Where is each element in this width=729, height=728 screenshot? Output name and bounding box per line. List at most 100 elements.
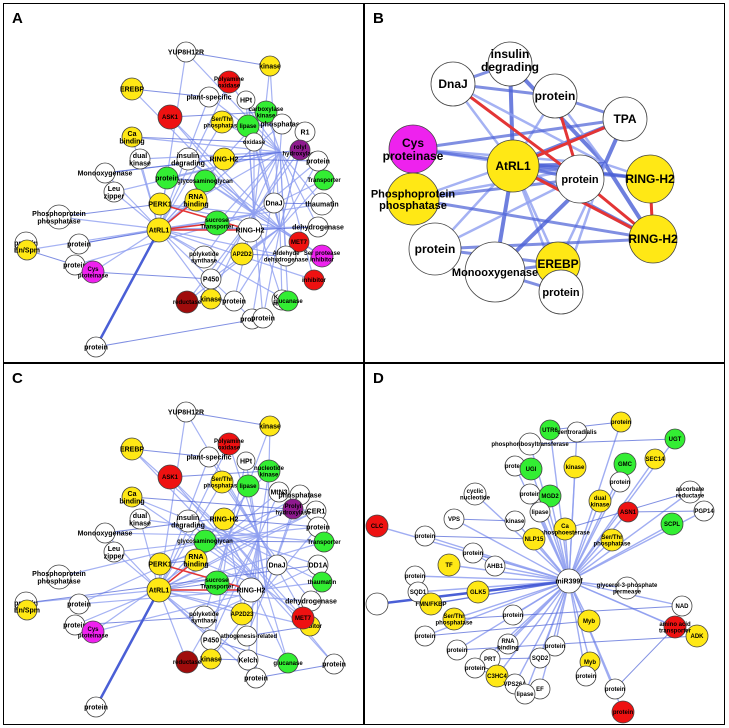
edge [262,227,281,319]
node-label-line: protein [561,174,599,186]
edge [94,589,161,708]
node-label-line: protein [415,242,456,256]
network-node: RING-H2 [210,507,238,531]
node-label-line: CER1 [307,508,326,515]
node-label: PERK1 [148,201,171,208]
node-label: protein [322,661,346,668]
node-label-line: Polyamine [214,439,245,445]
node-circle [615,576,639,600]
edge [158,228,289,302]
node-circle [664,428,686,450]
node-circle [212,507,236,531]
node-label: lipase [239,124,257,130]
node-label-line: En/Spm [14,607,40,614]
node-label-line: MET7 [295,616,312,622]
node-label-line: glucanase [273,299,303,305]
node-label: En/Spm [14,247,40,254]
node-circle [237,649,259,671]
node-circle [103,541,125,563]
node-label-line: protein [611,420,632,426]
node-label: FMN/FKBP [416,602,447,608]
node-label: RING-H2 [625,172,675,186]
node-circle [544,635,566,657]
node-label-line: PERK1 [148,201,171,208]
node-label-line: kinase [259,423,281,430]
node-label-line: Ca [128,131,137,138]
node-label: kinase [259,423,281,430]
node-label-line: Polyamine [214,77,245,83]
edge [228,526,319,537]
node-label-line: zipper [104,553,125,560]
node-label: glucanase [273,299,303,305]
node-circle [289,139,311,161]
node-label-line: Ser/Thr [211,117,233,123]
node-label-line: Myb [584,660,596,666]
node-label: miR399f [555,578,583,585]
node-label-line: VPS [448,517,460,523]
edge [95,317,264,348]
network-node: AP2D2 [230,242,254,266]
edge [131,136,255,143]
node-label: CLC [371,524,384,530]
node-label: EREBP [120,86,144,93]
node-label-line: Ca [561,524,569,530]
node-label-line: DnaJ [265,200,282,207]
node-label: plant-specific [186,454,231,461]
edge [414,575,570,582]
node-label-line: proteinase [383,149,444,163]
node-label-line: AtRL1 [495,159,531,173]
node-label-line: Ca [128,491,137,498]
node-label: Monooxygenase [452,267,538,279]
edge [253,141,281,229]
node-label-line: protein [447,648,468,654]
node-circle [462,542,484,564]
node-label-line: Leu [108,186,120,193]
node-label: kinase [566,465,585,471]
node-circle [485,664,509,688]
edge [424,620,590,637]
node-label-line: P450 [203,276,219,283]
edge [26,228,160,251]
node-label: AtRL1 [149,587,170,594]
network-node: thaumatin [308,571,337,593]
node-label-line: phosphatase [203,123,241,129]
node-label-line: protein [244,675,268,682]
node-label-line: protein [415,634,436,640]
node-label-line: protein [463,551,484,557]
node-label: oxidase [243,140,266,146]
node-label: protein [545,644,566,650]
node-circle [103,181,125,203]
edge [94,229,161,348]
edge [185,411,271,427]
network-node: ASK1 [157,464,183,490]
node-label-line: dual [594,496,607,502]
node-circle [81,620,105,644]
node-label-line: HPt [240,97,253,104]
node-circle [94,162,116,184]
edge [169,476,267,590]
node-label-line: insulin [491,47,530,61]
node-circle [291,606,315,630]
node-label-line: RNA [502,639,516,645]
node-circle [257,459,281,483]
node-circle [602,96,648,142]
node-label-line: transporter [659,628,692,634]
network-node: P450 [200,268,222,290]
network-node: protein [446,639,468,661]
node-circle [644,448,666,470]
